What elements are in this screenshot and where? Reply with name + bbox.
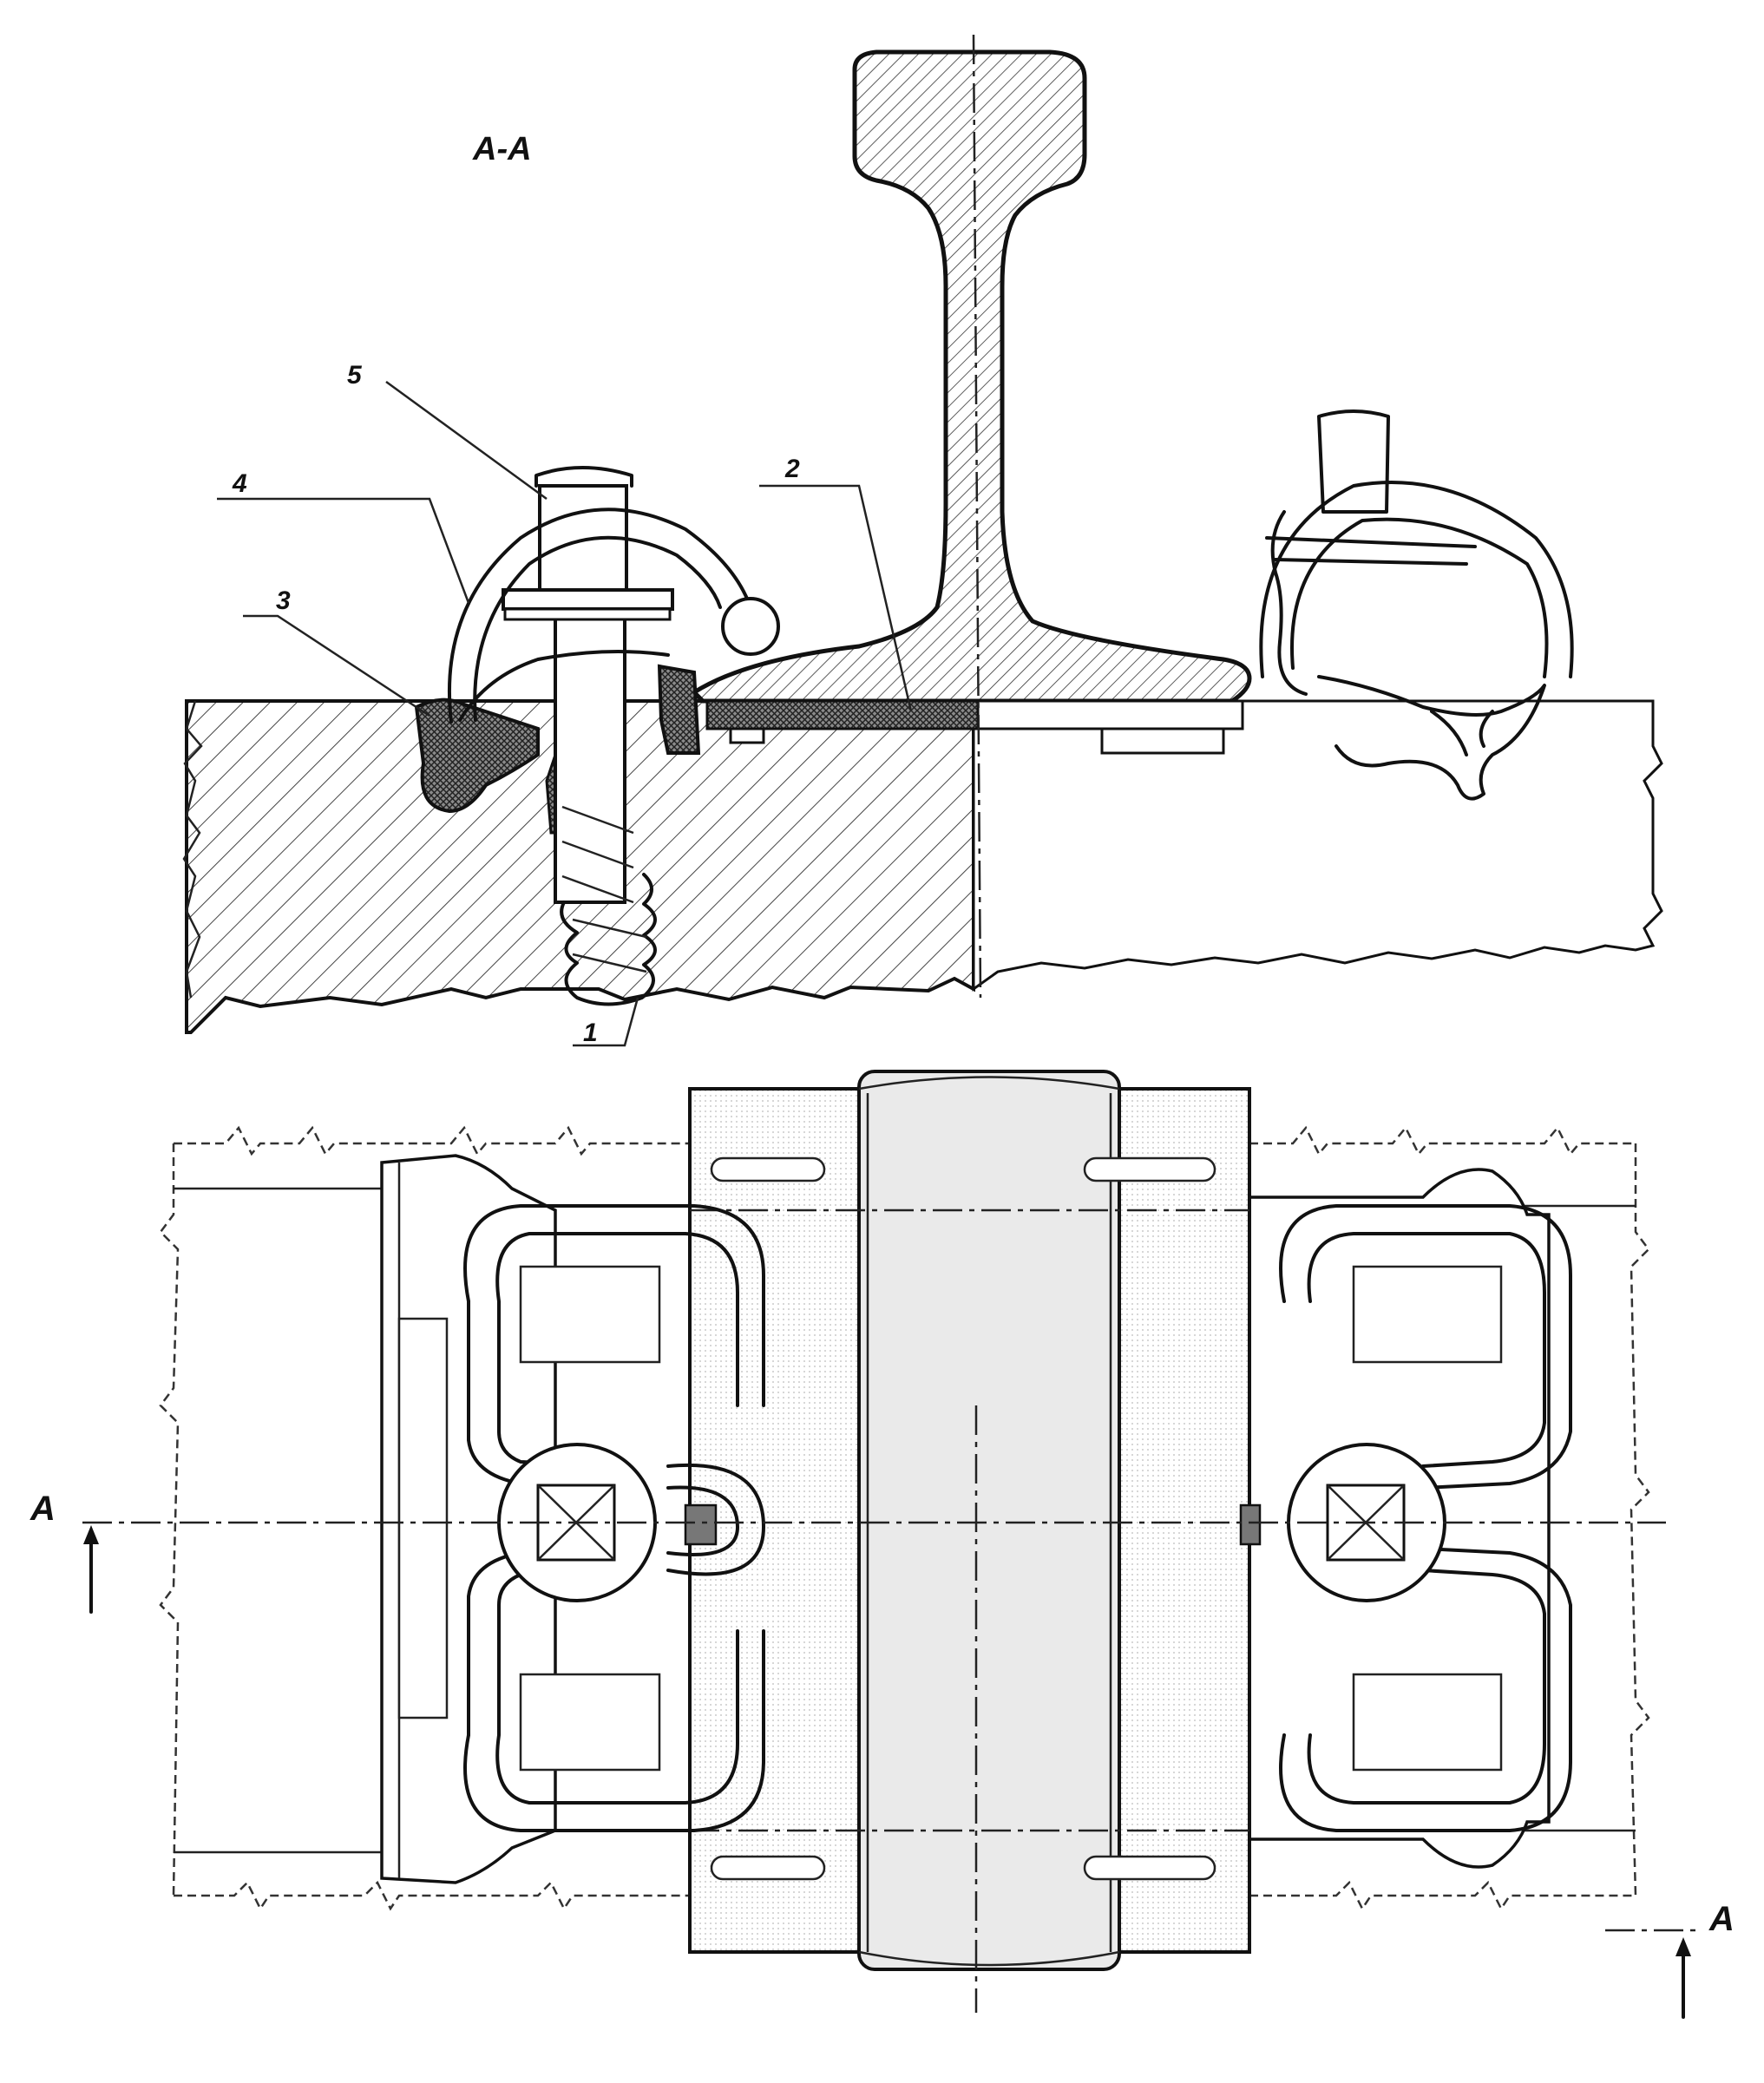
callout-3: 3 [276,586,291,615]
pad-lug-left [729,727,765,744]
shoulder-insert [414,698,540,814]
callout-4: 4 [232,469,247,498]
callout-1: 1 [583,1019,598,1047]
section-title: A-A [472,131,532,167]
callout-5: 5 [347,361,363,390]
sleeper-plan-top-edge [174,1125,1636,1156]
right-fastening [1259,409,1574,801]
dowel-collar [657,664,701,755]
rail-centre-axis [972,34,982,999]
spring-clip-left [447,508,757,724]
section-marker-right: A [1708,1900,1734,1938]
section-view: A-A 5 4 3 2 1 [182,34,1663,1047]
rail-profile [691,49,1252,704]
clip-toe-circle [721,597,780,656]
washer-2 [503,607,672,621]
rail-head-plan [857,1070,1121,1971]
sleeper-plan-bottom-edge [174,1880,1636,1911]
sleeper-section-plain [972,699,1663,992]
callout-2: 2 [784,455,800,483]
rail-pad-outline [976,699,1244,730]
section-marker-left: A [30,1490,56,1528]
plan-view: A A [30,1070,1734,2019]
rail-pad [705,699,980,730]
washer [502,588,674,611]
leader-lines [217,380,913,1047]
pad-lug-right [1100,727,1225,755]
